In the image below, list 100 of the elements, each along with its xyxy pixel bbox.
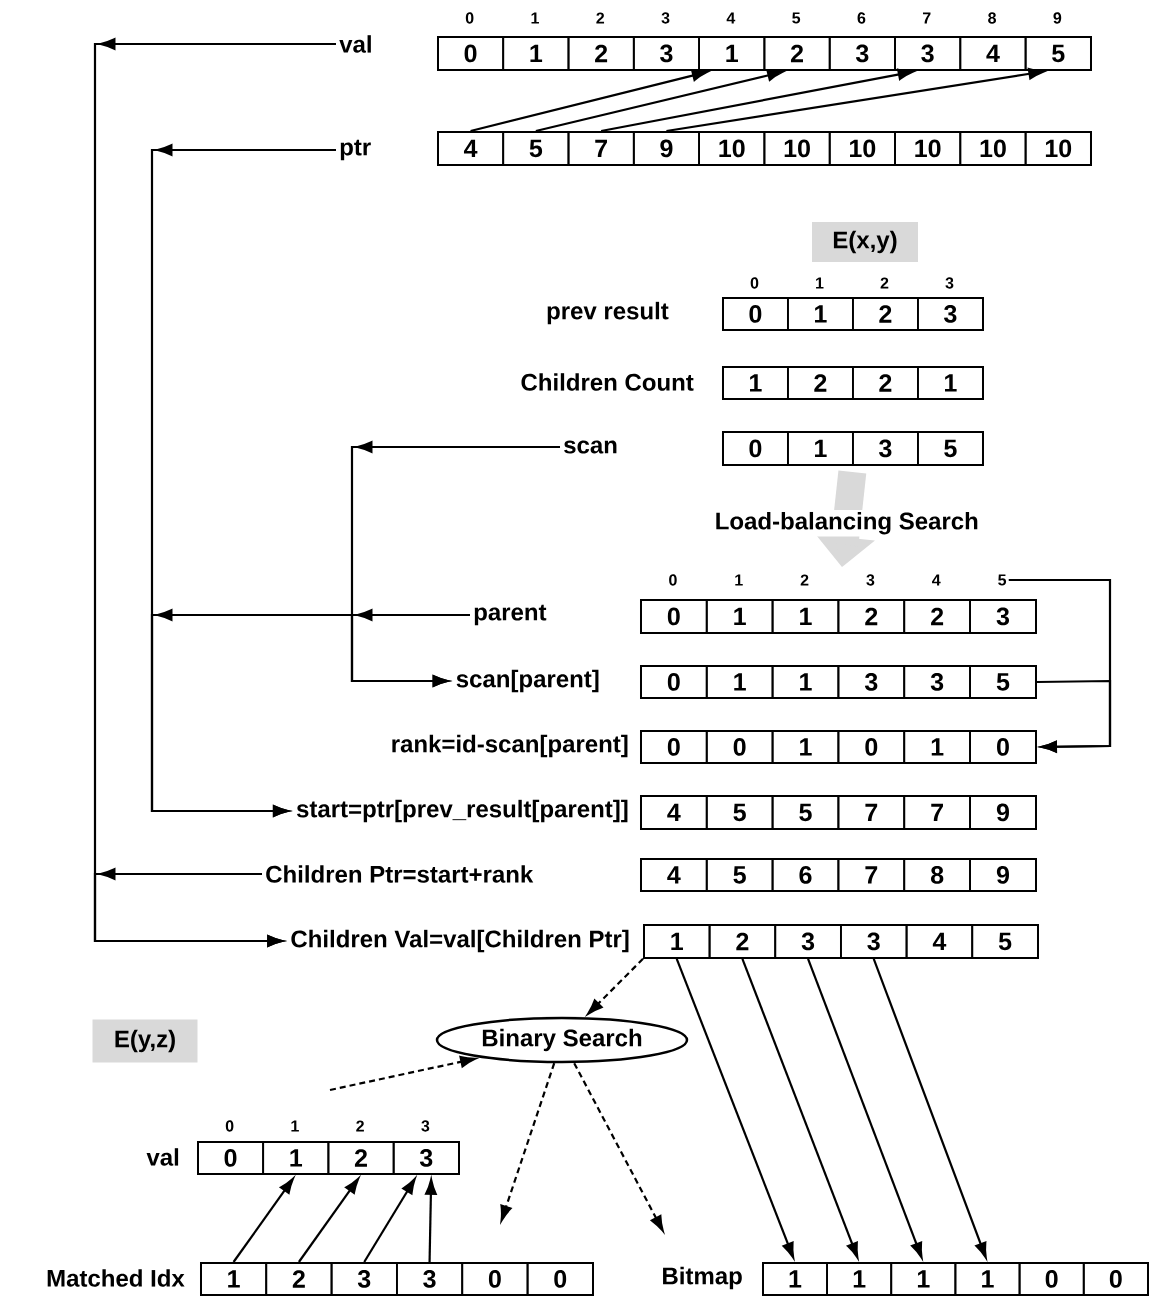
arrow — [807, 958, 923, 1259]
array-cell: 3 — [840, 924, 908, 959]
index-label: 2 — [880, 277, 889, 289]
array-cell: 0 — [437, 36, 505, 71]
array-cell: 4 — [959, 36, 1027, 71]
arrow — [675, 958, 795, 1259]
array-cell: 8 — [903, 858, 971, 892]
array-cell: 4 — [905, 924, 974, 959]
array-cell: 3 — [837, 665, 906, 699]
array-cell: 2 — [327, 1141, 395, 1175]
index-label: 7 — [923, 12, 931, 24]
array-cell: 1 — [903, 730, 971, 764]
array-cell: 1 — [200, 1262, 268, 1296]
arrow — [741, 958, 859, 1259]
index-label: 1 — [735, 574, 743, 586]
array-cell: 0 — [640, 665, 708, 699]
index-label: 3 — [866, 574, 875, 586]
array-cell: 9 — [969, 795, 1037, 830]
array-cell: 3 — [396, 1262, 464, 1296]
ellipse-node: Binary Search — [435, 1016, 689, 1064]
array-cell: 0 — [197, 1141, 265, 1175]
array-cell: 1 — [698, 36, 766, 71]
index-label: 5 — [998, 574, 1007, 586]
array-cell: 1 — [954, 1262, 1021, 1296]
array-cell: 3 — [392, 1141, 460, 1175]
array-cell: 6 — [771, 858, 840, 892]
array-cell: 1 — [771, 730, 840, 764]
array-cell: 3 — [917, 297, 984, 331]
array-cell: 3 — [903, 665, 971, 699]
row-label: start=ptr[prev_result[parent]] — [296, 799, 628, 823]
arrow — [666, 68, 1045, 133]
array-cell: 7 — [837, 858, 906, 892]
row-label: scan[parent] — [456, 669, 599, 693]
array-cell: 2 — [708, 924, 777, 959]
array-cell: 0 — [969, 730, 1037, 764]
arrow — [470, 69, 708, 133]
array-cell: 0 — [1018, 1262, 1085, 1296]
array-cell: 0 — [640, 599, 708, 634]
array-cell: 5 — [969, 665, 1037, 699]
array-cell: 4 — [640, 795, 708, 830]
row-label: Children Val=val[Children Ptr] — [291, 929, 629, 953]
index-label: 2 — [596, 12, 605, 24]
array-cell: 3 — [894, 36, 962, 71]
array-cell: 5 — [705, 795, 774, 830]
array-cell: 1 — [502, 36, 570, 71]
index-label: 1 — [531, 12, 539, 24]
array-cell: 0 — [837, 730, 906, 764]
array-cell: 5 — [502, 131, 570, 166]
arrow — [1037, 679, 1112, 753]
index-label: 2 — [800, 574, 809, 586]
index-label: 0 — [225, 1120, 234, 1132]
array-cell: 1 — [826, 1262, 893, 1296]
array-cell: 1 — [917, 366, 984, 400]
index-label: 2 — [356, 1120, 364, 1132]
index-label: 4 — [726, 12, 736, 24]
row-label: Children Ptr=start+rank — [266, 865, 534, 883]
array-cell: 2 — [763, 36, 831, 71]
index-label: 6 — [857, 12, 866, 24]
array-cell: 2 — [567, 36, 635, 71]
array-cell: 2 — [837, 599, 906, 634]
array-cell: 5 — [917, 431, 984, 466]
array-cell: 2 — [852, 366, 919, 400]
index-label: 3 — [661, 12, 670, 24]
index-label: 0 — [669, 574, 677, 586]
array-cell: 3 — [774, 924, 842, 959]
index-label: 8 — [988, 12, 996, 24]
array-cell: 0 — [640, 730, 708, 764]
array-cell: 2 — [265, 1262, 333, 1296]
array-cell: 0 — [461, 1262, 529, 1296]
array-cell: 3 — [828, 36, 896, 71]
array-cell: 7 — [567, 131, 635, 166]
array-cell: 5 — [705, 858, 774, 892]
array-cell: 9 — [632, 131, 700, 166]
row-label: parent — [474, 604, 547, 626]
array-cell: 4 — [437, 131, 505, 166]
array-cell: 3 — [632, 36, 700, 71]
array-cell: 10 — [959, 131, 1027, 166]
array-cell: 3 — [330, 1262, 398, 1296]
array-cell: 1 — [722, 366, 789, 400]
array-cell: 1 — [705, 599, 774, 634]
array-cell: 2 — [903, 599, 971, 634]
index-label: 1 — [816, 277, 824, 289]
arrow — [93, 868, 284, 947]
row-label: ptr — [340, 139, 371, 161]
arrow — [298, 1177, 360, 1263]
arrow — [150, 609, 470, 817]
row-label: prev result — [547, 301, 669, 325]
array-cell: 10 — [894, 131, 962, 166]
array-cell: 10 — [1024, 131, 1092, 166]
array-cell: 1 — [771, 665, 840, 699]
array-cell: 0 — [722, 297, 789, 331]
array-cell: 1 — [890, 1262, 957, 1296]
arrow — [232, 1177, 294, 1263]
array-cell: 1 — [787, 431, 854, 466]
index-label: 0 — [465, 12, 474, 24]
row-label: Children Count — [521, 373, 694, 391]
dashed-arrow — [587, 958, 644, 1015]
index-label: 9 — [1053, 12, 1062, 24]
dashed-arrow — [573, 1062, 664, 1232]
array-cell: 10 — [698, 131, 766, 166]
